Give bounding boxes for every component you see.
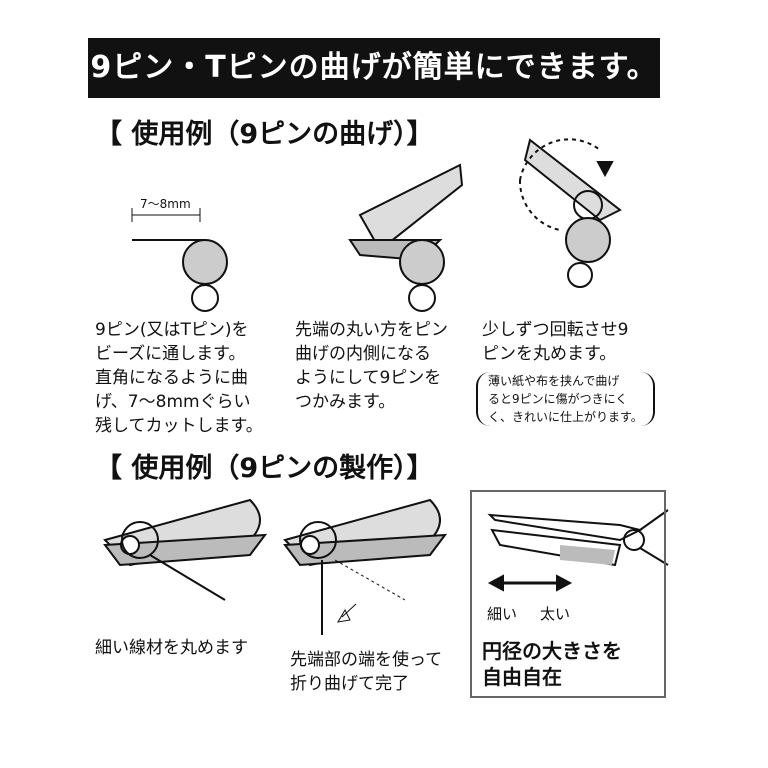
text-line: 先端の丸い方をピン	[295, 320, 448, 340]
section-heading-bending: 【 使用例（9ピンの曲げ）】	[95, 119, 434, 150]
text-line: 少しずつ回転させ9	[482, 320, 629, 340]
note-line: 薄い紙や布を挟んで曲げ	[488, 374, 620, 388]
diameter-title: 円径の大きさを 自由自在	[482, 638, 622, 690]
text-line: ようにして9ピンを	[295, 368, 442, 388]
section-heading-making: 【 使用例（9ピンの製作）】	[95, 453, 434, 484]
text-line: 曲げの内側になる	[295, 344, 431, 364]
measure-label: 7〜8mm	[140, 197, 191, 211]
text-line: ビーズに通します。	[95, 344, 246, 364]
note-line: ると9ピンに傷がつきにく	[488, 392, 628, 406]
make-illustration-2	[283, 498, 448, 635]
make-caption-1: 細い線材を丸めます	[95, 638, 248, 658]
make-illustration-1	[103, 498, 268, 601]
step1-text: 9ピン(又はTピン)を ビーズに通します。 直角になるように曲 げ、7〜8mmぐ…	[95, 318, 263, 438]
text-line: げ、7〜8mmぐらい	[95, 392, 251, 412]
make-caption-2: 先端部の端を使って 折り曲げて完了	[290, 648, 442, 696]
text-line: ピンを丸めます。	[482, 344, 617, 364]
banner-title: 9ピン・Tピンの曲げが簡単にできます。	[88, 38, 660, 98]
text-line: つかみます。	[295, 392, 396, 412]
text-line: 直角になるように曲	[95, 368, 248, 388]
step1-illustration	[131, 208, 228, 312]
step2-illustration	[348, 163, 464, 312]
note-line: く、きれいに仕上がります。	[488, 410, 643, 424]
step3-note: 薄い紙や布を挟んで曲げ ると9ピンに傷がつきにく く、きれいに仕上がります。	[476, 372, 655, 426]
step3-illustration	[518, 138, 622, 288]
text-line: 折り曲げて完了	[290, 674, 409, 694]
thick-label: 太い	[540, 605, 571, 623]
step2-text: 先端の丸い方をピン 曲げの内側になる ようにして9ピンを つかみます。	[295, 318, 448, 414]
text-line: 先端部の端を使って	[290, 650, 443, 670]
diameter-box	[470, 490, 666, 698]
text-line: 残してカットします。	[95, 416, 263, 436]
step3-text: 少しずつ回転させ9 ピンを丸めます。	[482, 318, 628, 366]
thin-label: 細い	[487, 605, 518, 623]
title-line: 円径の大きさを	[482, 639, 622, 663]
title-line: 自由自在	[482, 665, 562, 689]
text-line: 9ピン(又はTピン)を	[95, 320, 249, 340]
pliers-illustration	[487, 509, 669, 592]
